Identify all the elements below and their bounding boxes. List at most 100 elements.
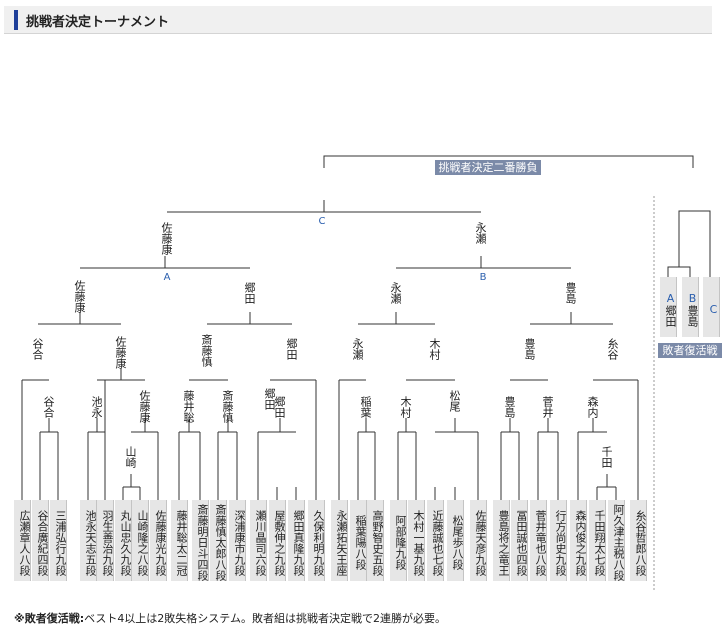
winner-name: 永瀬 [474,222,487,244]
winner-name: 佐藤康 [160,222,173,255]
winner-name: 豊島 [564,282,577,304]
player-cell: 三浦弘行九段 [50,500,67,581]
player-name: 菅井竜也八段 [534,509,547,576]
winner-name: 谷合 [42,396,55,418]
player-name: 木村一基九段 [412,509,425,576]
player-cell: 藤井聡太二冠 [171,500,188,581]
player-name: 池永天志五段 [84,509,97,576]
final-match-label: 挑戦者決定二番勝負 [435,160,541,175]
player-name: 松尾歩八段 [451,515,464,570]
player-cell: 瀬川晶司六段 [250,500,267,581]
player-cell: 斎藤慎太郎八段 [210,500,227,581]
player-cell: 佐藤康光九段 [150,500,167,581]
losers-box-a: A郷田 [660,277,677,337]
player-name: 冨田誠也四段 [515,509,528,576]
player-name: 丸山忠久九段 [119,509,132,576]
winner-name: 森内 [586,396,599,418]
player-cell: 羽生善治九段 [97,500,114,581]
player-name: 阿久津主税八段 [612,504,625,581]
player-name: 高野智史五段 [371,509,384,576]
player-name: 阿部隆九段 [394,515,407,570]
winner-name: 松尾 [448,390,461,412]
winner-name: 木村 [399,396,412,418]
winner-name: 稲葉 [359,396,372,418]
winner-name: 郷田 [285,338,298,360]
player-cell: 松尾歩八段 [447,500,464,581]
player-cell: 糸谷哲郎八段 [630,500,647,581]
winner-name: 郷田 [273,396,286,418]
player-name: 稲葉陽八段 [354,515,367,570]
losers-box-name: 豊島 [686,304,699,327]
player-cell: 永瀬拓矢王座 [331,500,348,581]
player-cell: 豊島将之竜王 [493,500,510,581]
player-name: 山崎隆之八段 [136,509,149,576]
winner-name: 千田 [600,446,613,468]
player-cell: 池永天志五段 [80,500,97,581]
player-name: 羽生善治九段 [101,509,114,576]
player-name: 糸谷哲郎八段 [634,509,647,576]
player-name: 森内俊之九段 [574,509,587,576]
title-accent-bar [14,10,18,30]
footnote: ※敗者復活戦:ベスト4以上は2敗失格システム。敗者組は挑戦者決定戦で2連勝が必要… [14,610,446,626]
winner-name: 永瀬 [389,282,402,304]
player-cell: 広瀬章人八段 [14,500,31,581]
losers-box-letter: A [664,291,677,305]
losers-box-b: B豊島 [682,277,699,337]
player-name: 藤井聡太二冠 [175,509,188,576]
player-cell: 阿久津主税八段 [608,500,625,581]
player-name: 屋敷伸之九段 [273,509,286,576]
player-cell: 深浦康市九段 [229,500,246,581]
footnote-text: ベスト4以上は2敗失格システム。敗者組は挑戦者決定戦で2連勝が必要。 [84,612,446,625]
player-cell: 丸山忠久九段 [115,500,132,581]
winner-name: 木村 [428,338,441,360]
player-name: 佐藤康光九段 [154,509,167,576]
player-cell: 谷合廣紀四段 [32,500,49,581]
section-title-bar: 挑戦者決定トーナメント [4,6,712,34]
winner-name: 池永 [90,396,103,418]
losers-box-letter: B [686,291,699,305]
player-name: 深浦康市九段 [233,509,246,576]
bracket-label-c: C [318,216,326,227]
player-cell: 久保利明九段 [308,500,325,581]
footnote-label: ※敗者復活戦: [14,612,85,625]
player-name: 瀬川晶司六段 [254,509,267,576]
player-cell: 菅井竜也八段 [530,500,547,581]
bracket-label-b: B [479,272,487,283]
player-name: 斎藤明日斗四段 [196,504,209,581]
player-name: 豊島将之竜王 [497,509,510,576]
winner-name: 斎藤慎 [221,390,234,423]
losers-box-c: C [703,277,720,337]
losers-box-name: 郷田 [664,304,677,327]
winner-name: 永瀬 [351,338,364,360]
player-name: 佐藤天彦九段 [474,509,487,576]
player-name: 永瀬拓矢王座 [335,509,348,576]
player-cell: 斎藤明日斗四段 [192,500,209,581]
winner-name: 菅井 [541,396,554,418]
player-cell: 木村一基九段 [408,500,425,581]
winner-name: 郷田 [243,282,256,304]
player-name: 三浦弘行九段 [54,509,67,576]
winner-name: 豊島 [523,338,536,360]
losers-box-letter: C [707,302,720,316]
player-name: 郷田真隆九段 [292,509,305,576]
player-cell: 佐藤天彦九段 [470,500,487,581]
player-cell: 千田翔太七段 [589,500,606,581]
winner-name: 谷合 [31,338,44,360]
winner-name: 豊島 [503,396,516,418]
player-cell: 行方尚史九段 [550,500,567,581]
player-name: 斎藤慎太郎八段 [214,504,227,581]
player-cell: 山崎隆之八段 [132,500,149,581]
player-cell: 近藤誠也七段 [427,500,444,581]
player-cell: 高野智史五段 [367,500,384,581]
winner-name: 糸谷 [606,338,619,360]
bracket-label-a: A [163,272,171,283]
player-cell: 森内俊之九段 [570,500,587,581]
winner-name: 藤井聡 [182,390,195,423]
player-name: 千田翔太七段 [593,509,606,576]
winner-name: 山崎 [124,446,137,468]
player-cell: 郷田真隆九段 [288,500,305,581]
player-cell: 冨田誠也四段 [511,500,528,581]
player-name: 広瀬章人八段 [18,509,31,576]
winner-name: 郷田 [263,388,276,410]
